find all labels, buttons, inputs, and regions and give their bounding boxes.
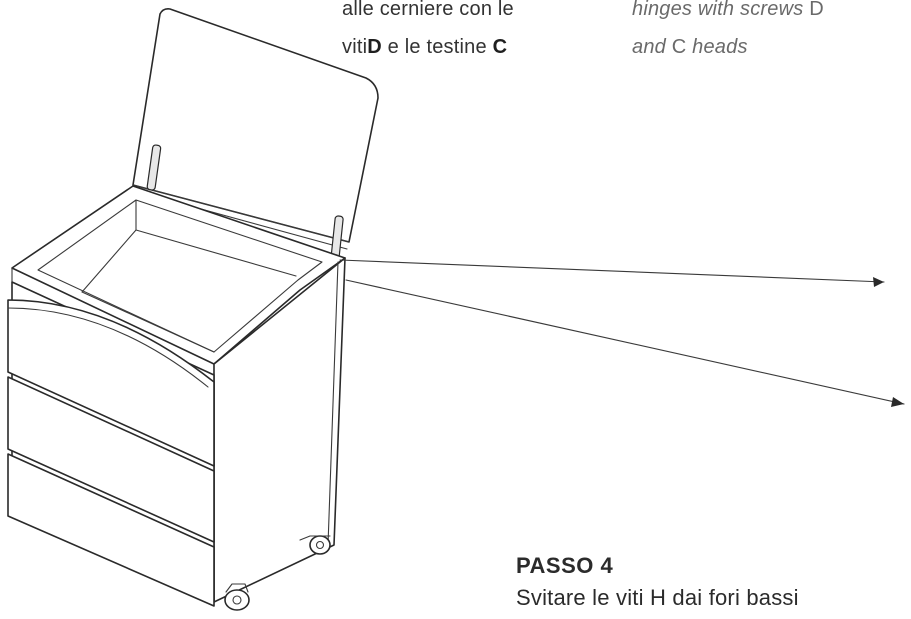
caster-wheel-icon-rear [299, 535, 331, 555]
italian-instruction-line-2: vitiD e le testine C [342, 36, 508, 58]
drawer-middle [7, 376, 215, 543]
step-instruction: Svitare le viti H dai fori bassi [516, 585, 799, 610]
pointer-arrow-icon [339, 259, 885, 287]
cabinet-lid [132, 8, 379, 250]
italian-instruction-line-1: alle cerniere con le [342, 0, 514, 20]
drawer-top [7, 299, 215, 467]
screw-label-d: D [367, 36, 382, 58]
step-title: PASSO 4 [516, 553, 614, 578]
drawer-bottom [7, 453, 215, 607]
cabinet-top [11, 185, 346, 376]
caster-wheel-icon [224, 583, 250, 611]
pointer-arrow-icon-lower [345, 279, 905, 407]
head-label-c: C [492, 36, 508, 58]
english-instruction-line-2: and C heads [632, 36, 748, 58]
english-instruction-line-1: hinges with screws D [632, 0, 824, 20]
